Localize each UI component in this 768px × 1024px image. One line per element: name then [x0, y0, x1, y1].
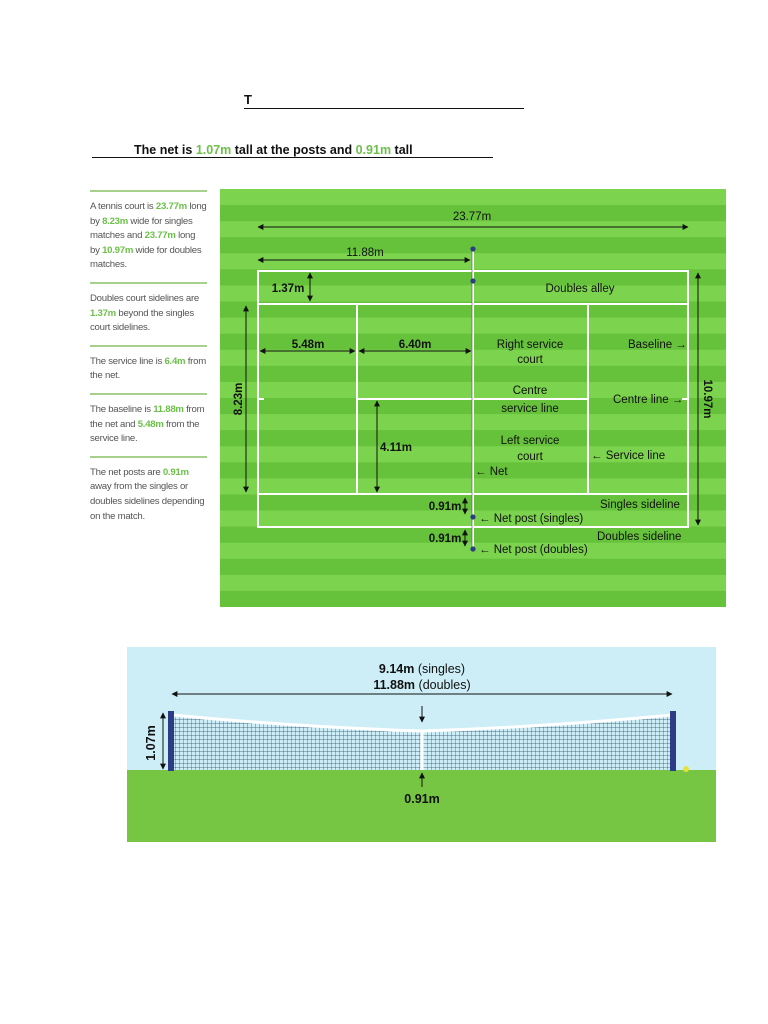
subtitle-part-2: tall at the posts and — [231, 143, 356, 157]
label-baseline: Baseline → — [628, 339, 687, 351]
net-post-bottom-doubles — [470, 546, 476, 552]
dimension-arrows — [243, 224, 701, 547]
label-post-height: 1.07m — [144, 725, 158, 760]
label-doubles-width: 10.97m — [701, 379, 713, 418]
grass-stripe — [220, 574, 726, 592]
net-post-top-singles — [470, 278, 476, 284]
label-centre-service-line-1: Centre — [513, 385, 548, 397]
fact-value: 5.48m — [137, 418, 164, 430]
fact-value: 10.97m — [102, 244, 134, 256]
fact-text: The net posts are — [90, 466, 163, 478]
label-centre-service-line-2: service line — [501, 403, 559, 415]
label-total-length: 23.77m — [453, 211, 491, 223]
fact-value: 1.37m — [90, 307, 116, 319]
subtitle-part-1: The net is — [134, 143, 196, 157]
fact-value: 11.88m — [153, 403, 184, 415]
subtitle-value-post-height: 1.07m — [195, 143, 232, 157]
fact-text: away from the singles or doubles sidelin… — [90, 481, 205, 522]
fact-text: wide for singles matches and — [90, 215, 193, 242]
fact-text: Doubles court sidelines are — [90, 292, 199, 304]
label-right-service-court-2: court — [517, 354, 543, 366]
fact-value: 0.91m — [162, 466, 189, 478]
fact-value: 8.23m — [102, 215, 129, 227]
net-width-doubles-value: 11.88m — [373, 678, 415, 692]
label-left-service-court-2: court — [517, 451, 543, 463]
label-net-post-doubles: ← Net post (doubles) — [479, 544, 588, 556]
net-width-doubles-suffix: (doubles) — [415, 678, 471, 692]
label-singles-width: 8.23m — [233, 383, 245, 416]
fact-text: The service line is — [90, 355, 165, 367]
fact-block: A tennis court is 23.77m long by 8.23m w… — [90, 190, 207, 282]
label-service-line: ← Service line — [591, 450, 665, 462]
subtitle-part-3: tall — [391, 143, 413, 157]
label-net-width-doubles: 11.88m (doubles) — [373, 678, 470, 692]
grass-stripe — [220, 558, 726, 576]
fact-block: Doubles court sidelines are 1.37m beyond… — [90, 281, 207, 345]
net-post-bottom-singles — [470, 514, 476, 520]
fact-text: The baseline is — [90, 403, 154, 415]
label-post-offset-singles: 0.91m — [429, 501, 462, 513]
label-service-box-width: 4.11m — [380, 442, 412, 454]
label-backcourt: 5.48m — [292, 339, 325, 351]
label-post-offset-doubles: 0.91m — [429, 533, 462, 545]
grass-stripe — [220, 590, 726, 607]
page-title: T — [244, 92, 524, 109]
fact-text: long by — [90, 230, 196, 256]
label-alley-width: 1.37m — [272, 283, 305, 295]
fact-text: wide for doubles matches. — [90, 244, 202, 271]
grass-stripe — [220, 189, 726, 206]
fact-text: from the net and — [90, 403, 205, 430]
net-post-left — [168, 711, 174, 771]
fact-text: from the service line. — [90, 418, 200, 445]
net-diagram: 9.14m (singles) 11.88m (doubles) 1.07m 0… — [127, 647, 716, 842]
label-doubles-sideline: Doubles sideline — [597, 531, 681, 543]
net-width-singles-suffix: (singles) — [414, 662, 465, 676]
fact-block: The net posts are 0.91m away from the si… — [90, 455, 207, 533]
label-net-post-singles: ← Net post (singles) — [479, 513, 583, 525]
fact-value: 23.77m — [155, 201, 187, 212]
net-width-singles-value: 9.14m — [379, 662, 414, 676]
label-half-length: 11.88m — [346, 247, 384, 259]
label-centre-line: Centre line → — [613, 394, 683, 406]
fact-text: from the net. — [90, 355, 206, 382]
grass-stripe — [220, 221, 726, 238]
grass-stripe — [220, 205, 726, 222]
fact-text: A tennis court is — [90, 201, 156, 212]
grass-stripe — [220, 237, 726, 254]
label-centre-height: 0.91m — [404, 792, 439, 806]
label-net-width-singles: 9.14m (singles) — [379, 662, 465, 676]
fact-block: The service line is 6.4m from the net. — [90, 344, 207, 393]
page-subtitle: The net is 1.07m tall at the posts and 0… — [92, 143, 493, 158]
label-net: ← Net — [475, 466, 508, 478]
fact-text: long by — [90, 201, 207, 227]
fact-value: 23.77m — [144, 230, 176, 242]
court-diagram: 23.77m 11.88m 1.37m 5.48m 6.40m 4.11m 8.… — [220, 189, 726, 607]
label-right-service-court-1: Right service — [497, 339, 563, 351]
label-singles-sideline: Singles sideline — [600, 499, 680, 511]
facts-sidebar: A tennis court is 23.77m long by 8.23m w… — [90, 190, 207, 533]
subtitle-value-centre-height: 0.91m — [355, 143, 392, 157]
fact-block: The baseline is 11.88m from the net and … — [90, 392, 207, 456]
fact-value: 6.4m — [164, 355, 186, 367]
net-dimension-arrows — [160, 691, 673, 787]
label-left-service-court-1: Left service — [501, 435, 560, 447]
tennis-ball — [683, 766, 689, 772]
net-post-right — [670, 711, 676, 771]
label-service-box-length: 6.40m — [399, 339, 432, 351]
net-post-top-doubles — [470, 246, 476, 252]
fact-text: beyond the singles court sidelines. — [90, 307, 194, 334]
label-doubles-alley: Doubles alley — [545, 283, 614, 295]
